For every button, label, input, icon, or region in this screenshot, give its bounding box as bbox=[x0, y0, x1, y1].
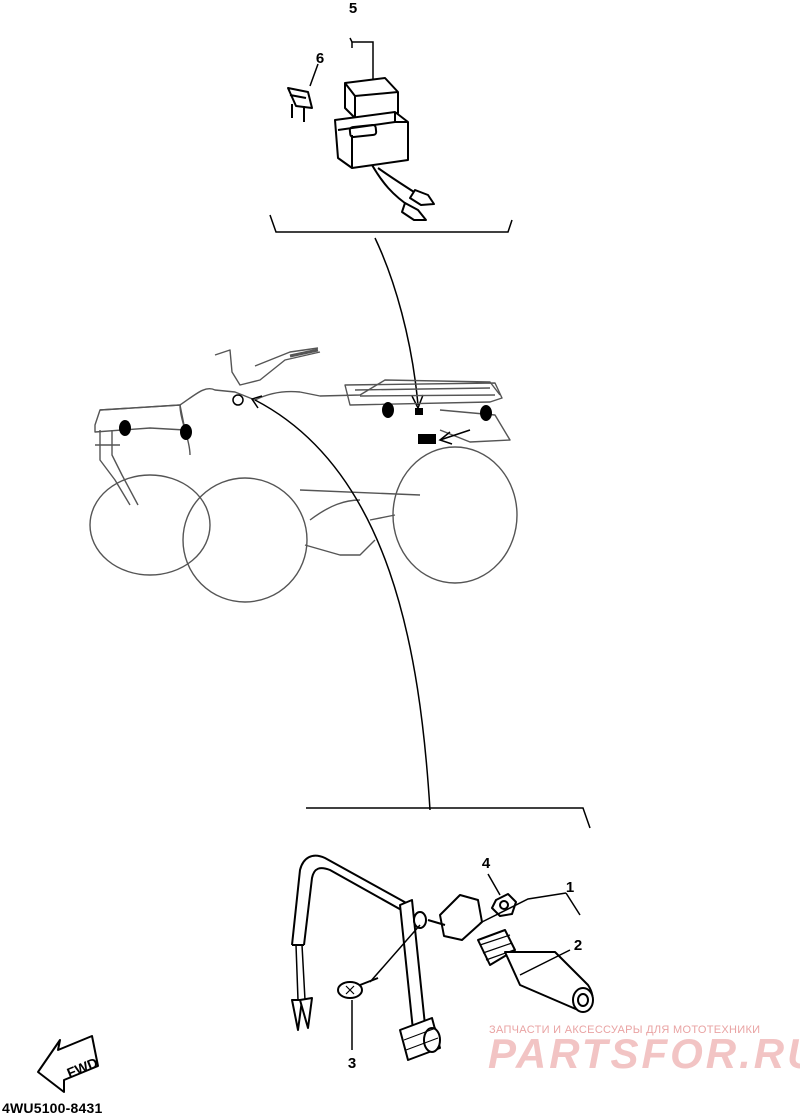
relay-assembly bbox=[334, 77, 435, 221]
leader-arrow-relay bbox=[374, 237, 424, 410]
leader-arrow-rear bbox=[438, 429, 471, 445]
watermark-tagline: ЗАПЧАСТИ И АКСЕССУАРЫ ДЛЯ МОТОТЕХНИКИ bbox=[489, 1024, 761, 1036]
callout-3: 3 bbox=[348, 1055, 356, 1072]
detail-frame-bottom bbox=[306, 807, 591, 829]
callout-bracket-5 bbox=[309, 37, 374, 87]
atv-outline bbox=[89, 347, 518, 603]
callout-2: 2 bbox=[574, 937, 582, 954]
fwd-arrow-icon: FWD bbox=[37, 1035, 100, 1093]
callout-leaders-bottom bbox=[351, 873, 581, 1050]
fuse-part bbox=[287, 87, 313, 122]
switch-assembly bbox=[291, 854, 594, 1061]
callout-1: 1 bbox=[566, 879, 574, 896]
leader-arrow-switch bbox=[250, 395, 431, 811]
watermark-logo: PARTSFOR.RU bbox=[488, 1030, 800, 1077]
callout-5: 5 bbox=[349, 0, 357, 17]
atv-markers bbox=[119, 394, 492, 444]
callout-4: 4 bbox=[482, 855, 491, 872]
diagram-code: 4WU5100-8431 bbox=[2, 1100, 103, 1116]
callout-6: 6 bbox=[316, 50, 324, 67]
detail-frame-top bbox=[269, 214, 513, 233]
